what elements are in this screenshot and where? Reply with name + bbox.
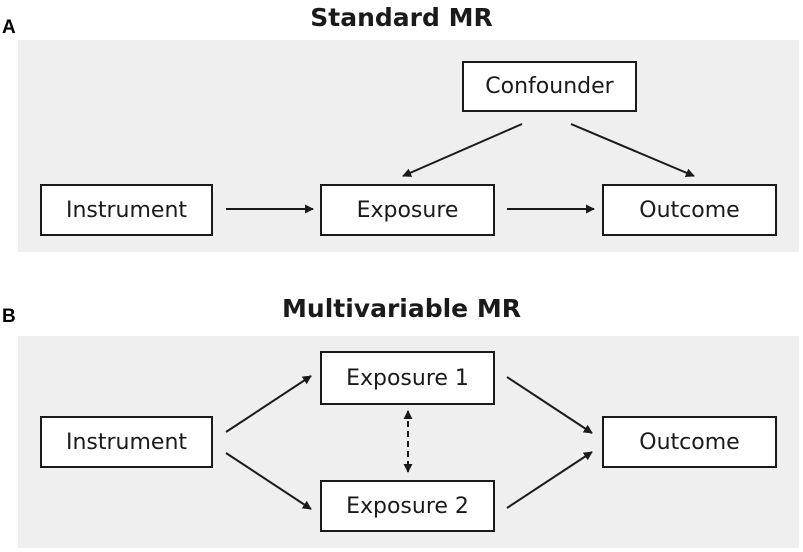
node-outcome: Outcome — [602, 184, 777, 236]
arrow-exposure1-to-outcome — [506, 376, 593, 434]
node-exposure: Exposure — [320, 184, 495, 236]
arrow-confounder-to-outcome — [570, 123, 695, 177]
panel-a-letter: A — [2, 17, 16, 38]
arrow-exposure2-to-outcome — [506, 451, 593, 509]
arrow-instrument-to-exposure2 — [225, 452, 312, 510]
node-confounder: Confounder — [462, 61, 637, 112]
arrow-instrument-to-exposure1 — [225, 375, 312, 433]
panel-b-letter: B — [2, 306, 16, 327]
node-instrument: Instrument — [40, 184, 213, 236]
node-outcome-b: Outcome — [602, 416, 777, 468]
node-instrument-b: Instrument — [40, 416, 213, 468]
node-exposure-1: Exposure 1 — [320, 351, 495, 405]
panel-b-title: Multivariable MR — [282, 294, 521, 323]
node-exposure-2: Exposure 2 — [320, 480, 495, 532]
panel-a-title: Standard MR — [310, 3, 493, 32]
arrow-confounder-to-exposure — [402, 123, 523, 177]
